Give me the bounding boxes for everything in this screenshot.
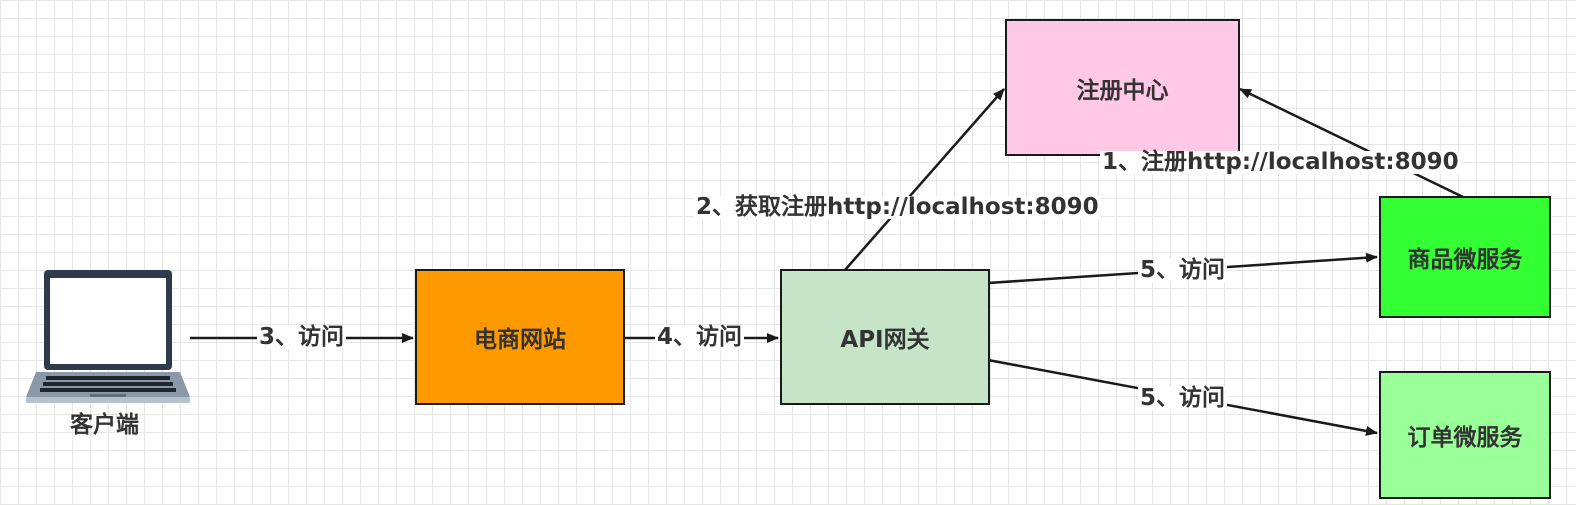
edge-gateway-to-registry [844, 88, 1005, 271]
client-label: 客户端 [70, 412, 139, 438]
order-service-label: 订单微服务 [1407, 425, 1523, 451]
gateway-node: API网关 [780, 269, 990, 405]
edge-label-website-to-gateway: 4、访问 [655, 324, 745, 350]
product-service-label: 商品微服务 [1407, 247, 1523, 273]
product-service-node: 商品微服务 [1379, 196, 1551, 318]
website-label: 电商网站 [474, 327, 566, 353]
edge-label-discover: 2、获取注册http://localhost:8090 [694, 194, 1101, 220]
laptop-icon [26, 270, 190, 403]
edge-label-gateway-to-order: 5、访问 [1138, 385, 1228, 411]
edge-label-gateway-to-product: 5、访问 [1138, 257, 1228, 283]
edge-label-client-to-website: 3、访问 [257, 324, 347, 350]
registry-label: 注册中心 [1076, 77, 1169, 104]
gateway-label: API网关 [840, 327, 930, 353]
order-service-node: 订单微服务 [1379, 371, 1551, 499]
edge-label-register: 1、注册http://localhost:8090 [1100, 149, 1461, 175]
registry-node: 注册中心 [1005, 19, 1240, 156]
edge-product-to-registry [1239, 87, 1464, 199]
website-node: 电商网站 [415, 269, 625, 405]
